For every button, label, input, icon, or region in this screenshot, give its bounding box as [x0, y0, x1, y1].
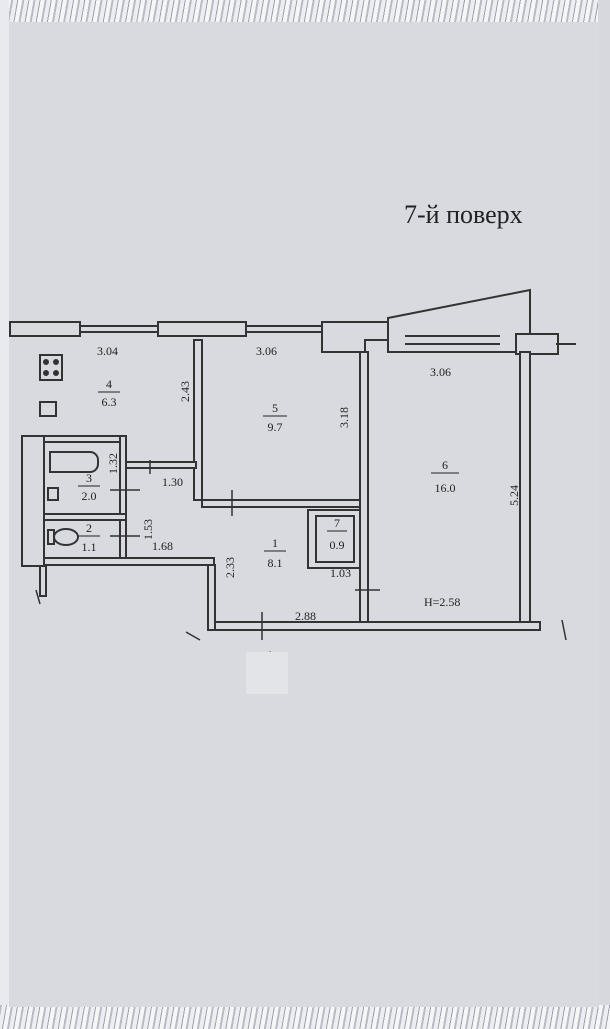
room-1-number: 1: [272, 536, 278, 550]
washbasin: [47, 487, 59, 501]
dim-closet-width: 1.03: [330, 566, 351, 580]
dim-entry-width: 2.88: [295, 609, 316, 623]
wall-room5-room6: [359, 351, 369, 631]
stove-fixture: [39, 354, 63, 381]
torn-frame-top: [0, 0, 610, 24]
dim-wc-width: 1.68: [152, 539, 173, 553]
dim-room5-depth: 3.18: [337, 407, 351, 428]
frame-left: [0, 0, 9, 1029]
room-7-number: 7: [334, 516, 340, 530]
dim-room6-depth: 5.24: [507, 485, 521, 506]
room-5-area: 9.7: [268, 420, 283, 434]
room-4-number: 4: [106, 377, 112, 391]
wall-bath-top: [43, 435, 127, 443]
balcony: [387, 288, 531, 353]
room-5-number: 5: [272, 401, 278, 415]
torn-frame-bottom: [0, 1005, 610, 1029]
wall-room5-bottom: [201, 499, 363, 508]
room-3-area: 2.0: [82, 489, 97, 503]
ceiling-height-label: H=2.58: [424, 595, 460, 609]
dim-bath-width: 1.30: [162, 475, 183, 489]
wall-bath-right: [119, 435, 127, 517]
wall-corridor: [125, 461, 197, 469]
floor-title: 7-й поверх: [404, 200, 523, 229]
room-4-area: 6.3: [102, 395, 117, 409]
kitchen-sink: [39, 401, 57, 417]
wall-balcony-junction: [321, 321, 389, 353]
wall-wc-right: [119, 519, 127, 561]
bathtub: [49, 451, 99, 473]
room-1-area: 8.1: [268, 556, 283, 570]
dim-bath-height: 1.32: [106, 453, 120, 474]
wall-room4-room5: [193, 339, 203, 501]
dim-hall-side: 1.53: [141, 519, 155, 540]
wall-hall-left: [207, 564, 216, 631]
room-3-number: 3: [86, 471, 92, 485]
room-2-number: 2: [86, 521, 92, 535]
frame-right: [598, 0, 610, 1029]
dim-room5-width: 3.06: [256, 344, 277, 358]
room-6-area: 16.0: [435, 481, 456, 495]
wall-bath-wc: [43, 513, 127, 521]
wall-top-mid: [157, 321, 247, 337]
redacted-patch: [246, 652, 288, 694]
wall-wet-block-left: [21, 435, 45, 567]
toilet: [53, 528, 79, 546]
room-7-area: 0.9: [330, 538, 345, 552]
room-6-number: 6: [442, 458, 448, 472]
wall-top-left: [9, 321, 81, 337]
dim-room4-width: 3.04: [97, 344, 118, 358]
room-2-area: 1.1: [82, 540, 97, 554]
dim-room6-width: 3.06: [430, 365, 451, 379]
dim-hall-depth: 2.33: [223, 557, 237, 578]
wall-bottom: [214, 621, 541, 631]
wall-wc-bottom: [43, 557, 215, 566]
dim-corridor-depth: 2.43: [178, 381, 192, 402]
wall-room6-right: [519, 351, 531, 631]
